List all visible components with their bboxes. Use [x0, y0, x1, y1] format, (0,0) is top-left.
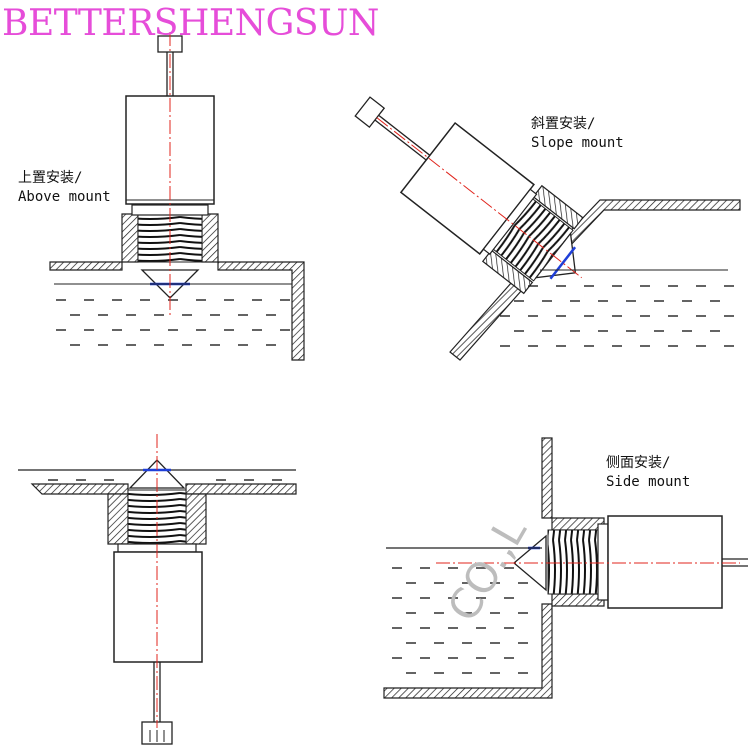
panel-slope-mount [354, 96, 741, 361]
water-slope [500, 269, 734, 347]
label-above-mount: 上置安装/ Above mount [18, 169, 111, 207]
label-slope-en: Slope mount [531, 135, 624, 151]
water-side [392, 567, 528, 674]
label-slope-cn: 斜置安装/ [531, 116, 596, 132]
brand-logo-text: BETTERSHENGSUN [2, 3, 379, 44]
label-side-en: Side mount [606, 474, 691, 490]
tank-top-above [49, 261, 305, 361]
thread-side [547, 529, 599, 595]
tank-wall-slope [449, 281, 523, 361]
sensor-body-side [607, 515, 723, 609]
tank-top-slope [554, 199, 741, 251]
water-above [54, 283, 292, 346]
sensor-body-below [113, 551, 203, 663]
label-side-mount: 侧面安装/ Side mount [606, 454, 690, 492]
panel-below-mount [18, 434, 297, 745]
label-above-cn: 上置安装/ [18, 170, 83, 186]
label-side-cn: 侧面安装/ [606, 455, 671, 471]
panel-side-mount [383, 437, 748, 699]
axis-slope [376, 117, 582, 279]
panel-above-mount [49, 32, 305, 361]
label-above-en: Above mount [18, 189, 111, 205]
label-slope-mount: 斜置安装/ Slope mount [531, 115, 624, 153]
